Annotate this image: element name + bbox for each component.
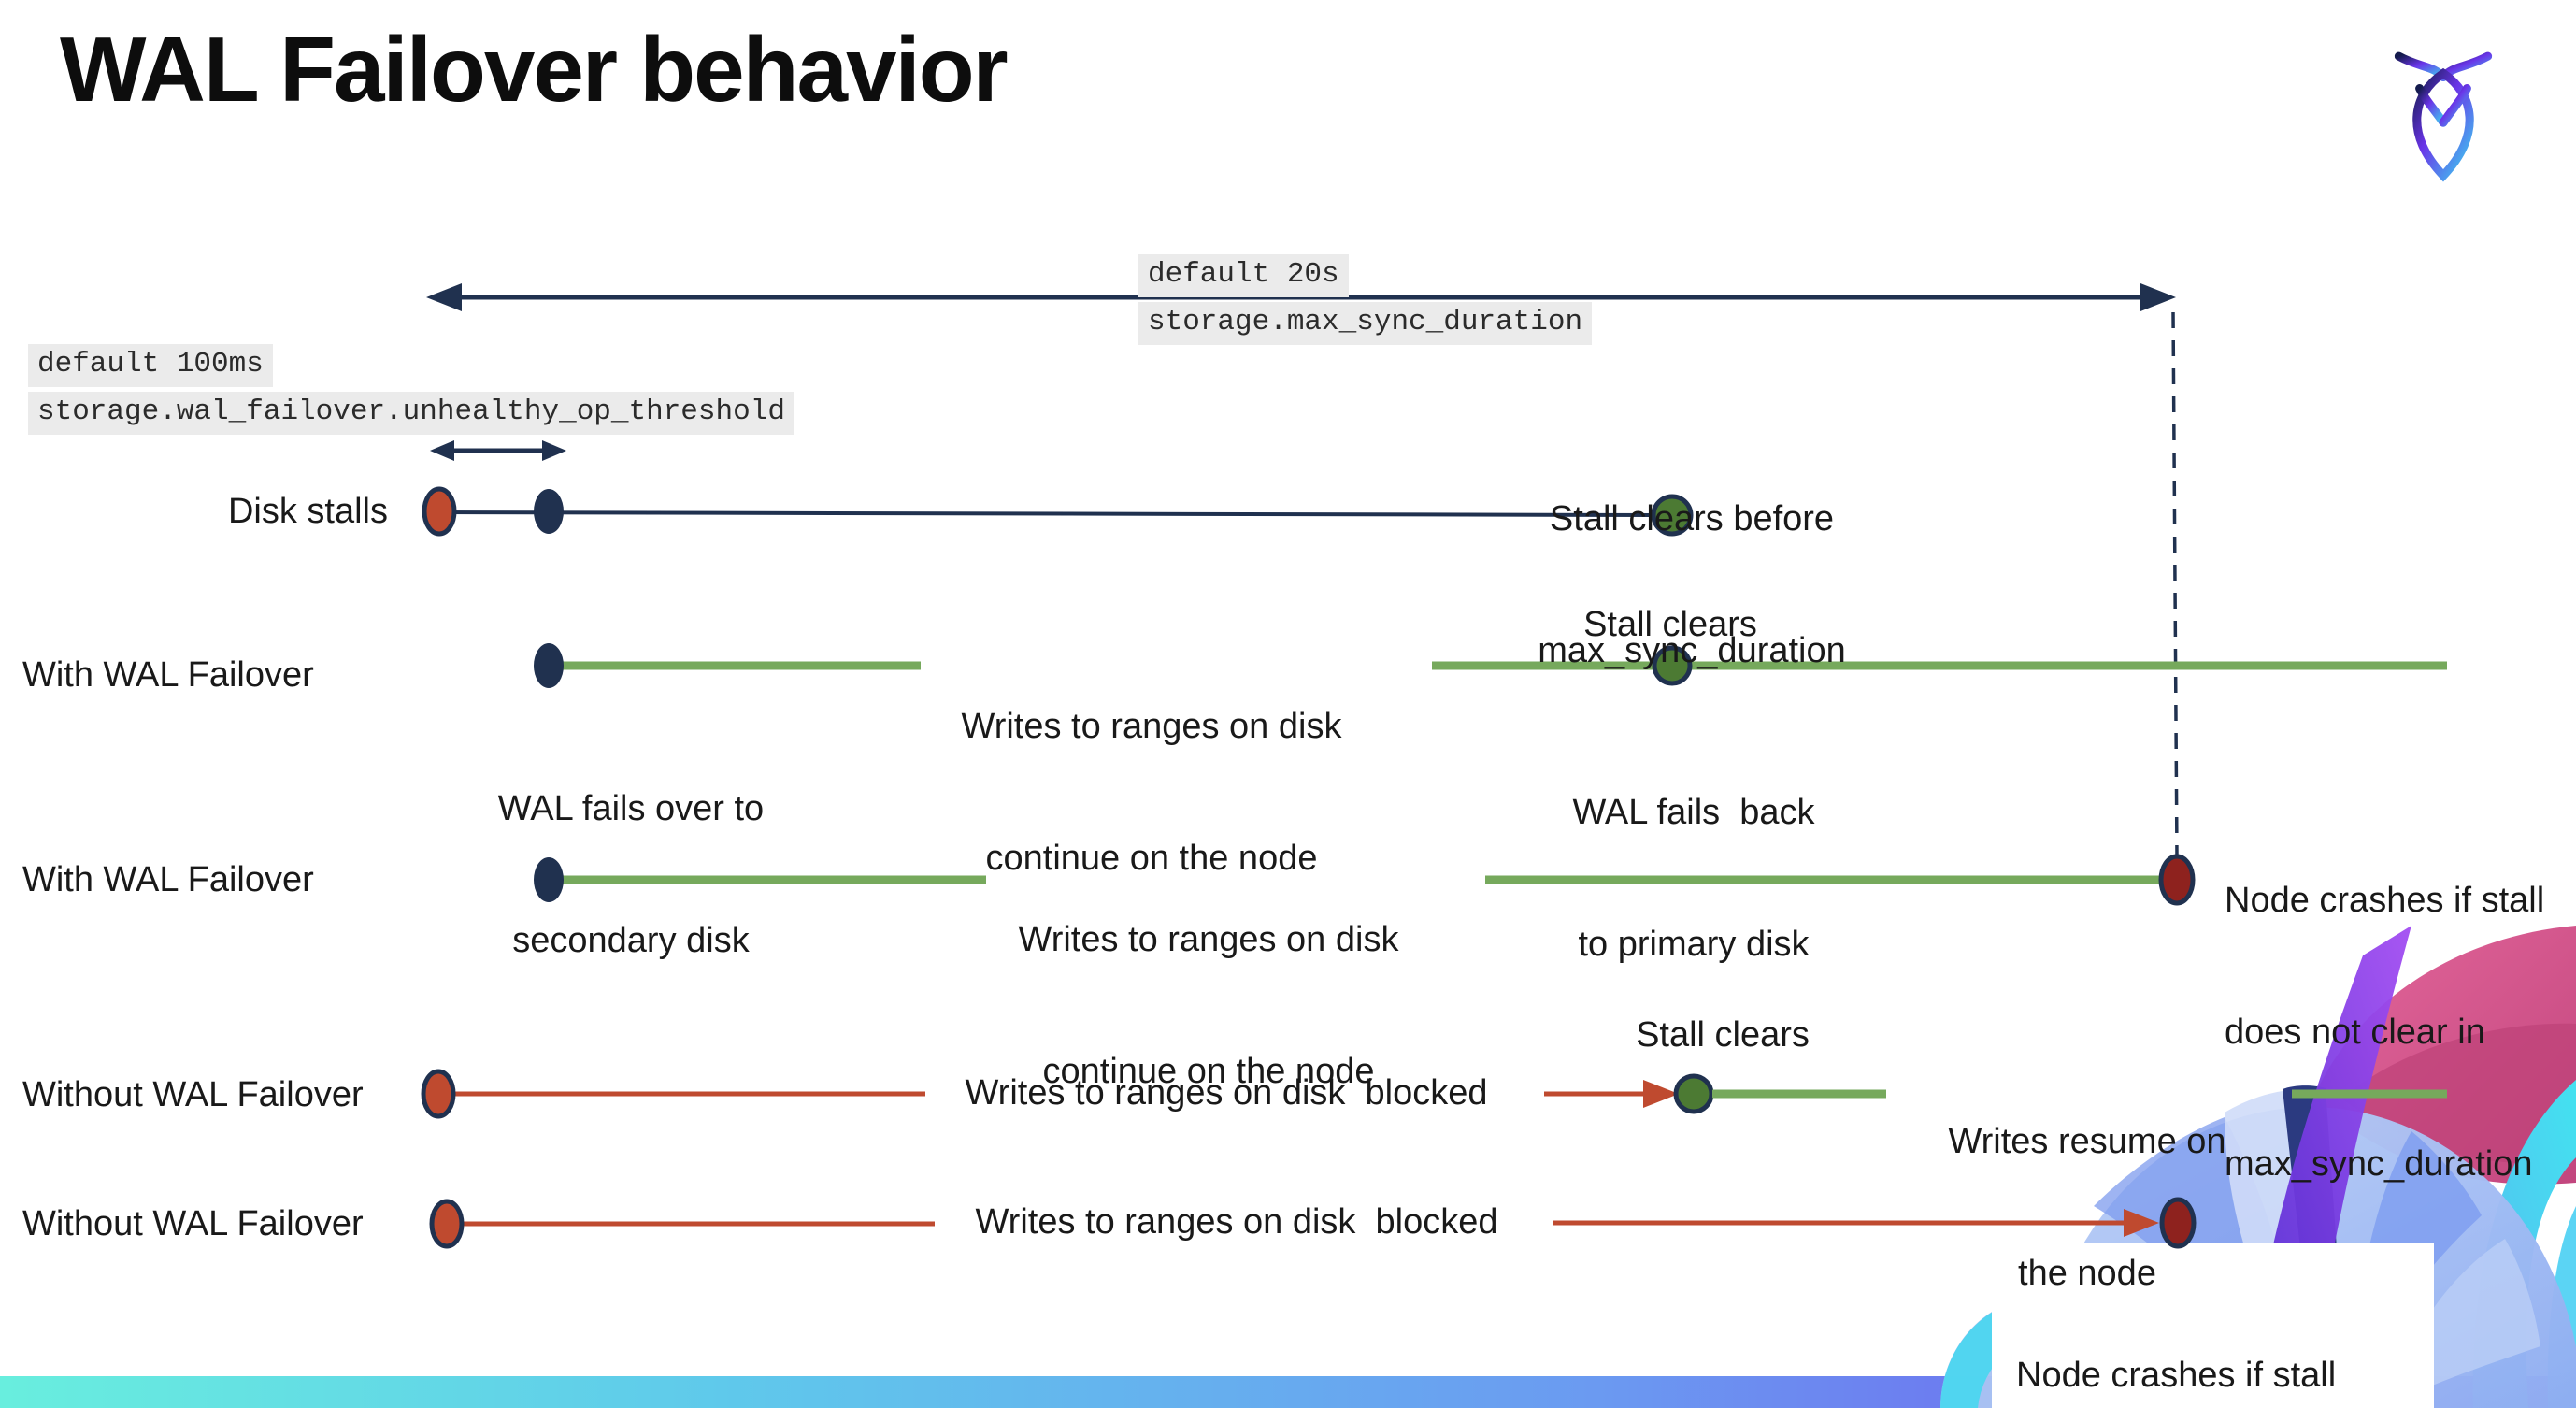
row-without-failover-1-timeline: [421, 1069, 2447, 1119]
row-with-failover-1-timeline: [534, 643, 2447, 688]
row-label-with-failover-2: With WAL Failover: [22, 860, 314, 899]
annotation-writes-resume: Writes resume on the node: [1948, 1032, 2225, 1384]
annotation-writes-continue-2: Writes to ranges on disk continue on the…: [1019, 830, 1399, 1182]
stall-clears-dot: [1673, 1073, 1714, 1114]
row-disk-stalls-timeline: [422, 486, 1694, 537]
blocked-arrowhead: [2124, 1209, 2159, 1237]
annotation-line: Writes resume on: [1948, 1122, 2226, 1161]
failover-dot: [534, 643, 564, 688]
annotation-line: secondary disk: [512, 921, 750, 960]
annotation-writes-blocked-2: Writes to ranges on disk blocked: [975, 1202, 1498, 1242]
unhealthy-op-threshold-callout: default 100ms storage.wal_failover.unhea…: [28, 344, 794, 439]
row-label-disk-stalls: Disk stalls: [227, 492, 388, 531]
callout-line: default 20s: [1138, 254, 1349, 297]
max-sync-dashed-line: [2171, 311, 2179, 857]
annotation-line: WAL fails back: [1572, 793, 1815, 832]
failover-trigger-dot: [534, 489, 564, 534]
callout-line: storage.max_sync_duration: [1138, 302, 1593, 345]
annotation-line: max_sync_duration: [2225, 1144, 2533, 1184]
annotation-writes-blocked-1: Writes to ranges on disk blocked: [965, 1073, 1488, 1113]
max-sync-duration-callout: default 20s storage.max_sync_duration: [1138, 254, 1593, 350]
annotation-wal-fails-over: WAL fails over to secondary disk: [498, 699, 764, 1051]
annotation-line: WAL fails over to: [497, 789, 765, 828]
node-crash-dot: [2158, 854, 2196, 906]
annotation-line: Writes to ranges on disk: [961, 707, 1342, 746]
disk-stall-start-dot: [429, 1199, 465, 1249]
annotation-line: Node crashes if stall: [2225, 881, 2545, 920]
row-label-without-failover-1: Without WAL Failover: [22, 1075, 364, 1114]
annotation-line: does not clear in: [2225, 1013, 2485, 1052]
annotation-line: to primary disk: [1578, 925, 1810, 964]
annotation-line: continue on the node: [1042, 1052, 1375, 1091]
stall-clears-dot: [1652, 645, 1693, 686]
annotation-node-crashes-1: Node crashes if stall does not clear in …: [2225, 791, 2544, 1274]
annotation-stall-clears-1: Stall clears: [1583, 605, 1757, 644]
annotation-wal-fails-back: WAL fails back to primary disk: [1572, 703, 1814, 1055]
cockroachdb-logo-icon: [2394, 51, 2493, 182]
annotation-line: continue on the node: [985, 839, 1318, 878]
node-crash-dot: [2159, 1197, 2197, 1249]
failover-dot: [534, 857, 564, 902]
max-sync-duration-arrow: [426, 283, 2176, 311]
annotation-line: Stall clears before: [1549, 499, 1835, 539]
callout-line: default 100ms: [28, 344, 273, 387]
row-label-with-failover-1: With WAL Failover: [22, 655, 314, 695]
annotation-node-crashes-2: Node crashes if stall does not clear in …: [2016, 1266, 2336, 1408]
annotation-line: Writes to ranges on disk: [1018, 920, 1399, 959]
blocked-arrowhead: [1643, 1080, 1679, 1108]
row-with-failover-2-timeline: [534, 854, 2196, 906]
disk-stall-start-dot: [421, 1069, 456, 1119]
callout-line: storage.wal_failover.unhealthy_op_thresh…: [28, 392, 794, 435]
annotation-line: max_sync_duration: [1538, 631, 1846, 670]
page-title: WAL Failover behavior: [60, 18, 1009, 121]
annotation-line: Node crashes if stall: [2016, 1356, 2337, 1395]
annotation-stall-clears-before: Stall clears before max_sync_duration: [1538, 409, 1846, 761]
annotation-line: the node: [2018, 1254, 2156, 1293]
disk-stall-start-dot: [422, 486, 457, 537]
unhealthy-op-threshold-arrow: [430, 440, 566, 461]
node-crashes-label-box: [1992, 1243, 2434, 1408]
row-label-without-failover-2: Without WAL Failover: [22, 1204, 364, 1243]
row-without-failover-2-timeline: [429, 1197, 2197, 1249]
stall-clears-dot: [1651, 494, 1694, 537]
annotation-stall-clears-2: Stall clears: [1636, 1015, 1810, 1055]
annotation-writes-continue-1: Writes to ranges on disk continue on the…: [962, 617, 1342, 969]
